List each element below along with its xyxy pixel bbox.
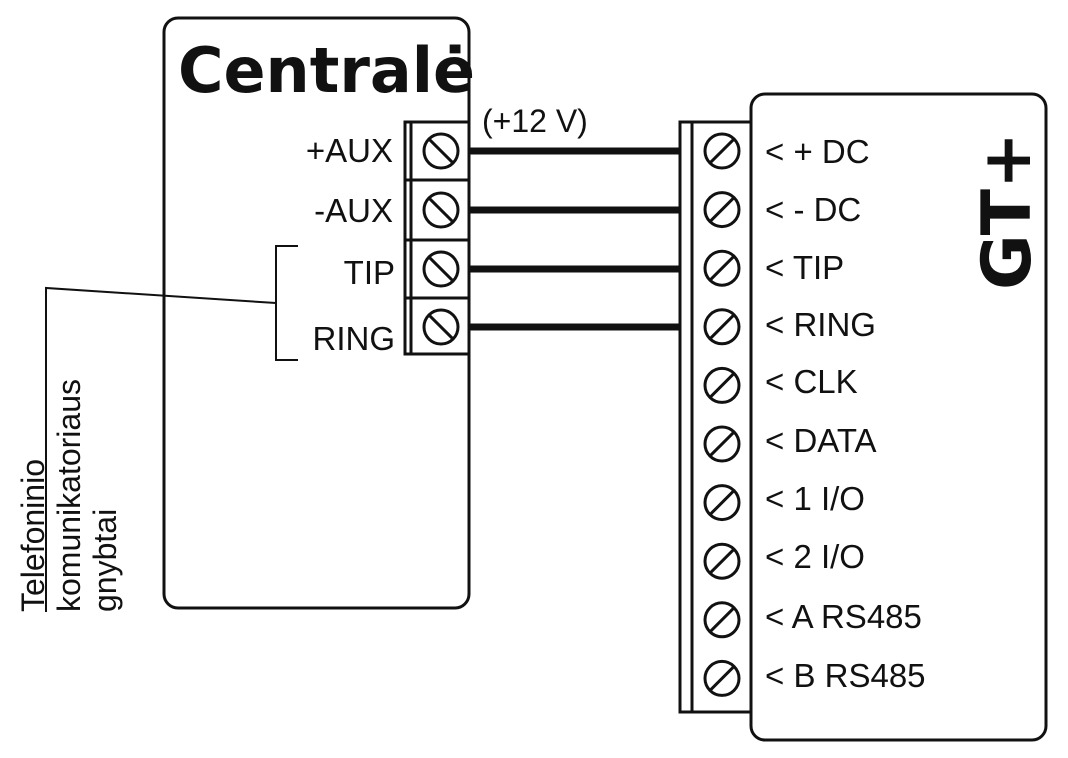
central-terminal-label-ring: RING bbox=[313, 320, 396, 357]
screw-terminal-icon bbox=[703, 249, 741, 287]
screw-terminal-icon bbox=[703, 659, 741, 697]
module-terminal-label-rs485-b: < B RS485 bbox=[765, 657, 926, 694]
module-terminal-label-ring: < RING bbox=[765, 306, 876, 343]
central-unit-title: Centralė bbox=[178, 34, 475, 107]
screw-terminal-icon bbox=[703, 542, 741, 580]
screw-terminal-icon bbox=[703, 191, 741, 229]
module-terminal-label-dc-minus: < - DC bbox=[765, 191, 861, 228]
module-title: GT+ bbox=[968, 132, 1047, 290]
screw-terminal-icon bbox=[422, 250, 460, 288]
screw-terminal-icon bbox=[703, 484, 741, 522]
screw-terminal-icon bbox=[703, 308, 741, 346]
module-terminal-label-io2: < 2 I/O bbox=[765, 538, 865, 575]
annotation-leader-line bbox=[45, 286, 277, 612]
wires bbox=[469, 147, 680, 331]
screw-terminal-icon bbox=[703, 132, 741, 170]
module-terminal-label-io1: < 1 I/O bbox=[765, 480, 865, 517]
module-terminal-label-tip: < TIP bbox=[765, 249, 844, 286]
central-terminal-label-aux-minus: -AUX bbox=[314, 192, 393, 229]
screw-terminal-icon bbox=[703, 601, 741, 639]
screw-terminal-icon bbox=[703, 425, 741, 463]
tip-ring-bracket bbox=[275, 245, 298, 361]
annotation-line-3: gnybtai bbox=[87, 509, 123, 612]
module-terminal-label-data: < DATA bbox=[765, 422, 877, 459]
screw-terminal-icon bbox=[422, 132, 460, 170]
central-terminal-label-tip: TIP bbox=[344, 254, 395, 291]
annotation-line-1: Telefoninio bbox=[15, 459, 51, 612]
screw-terminal-icon bbox=[422, 191, 460, 229]
screw-terminal-icon bbox=[703, 366, 741, 404]
module-terminal-label-rs485-a: < A RS485 bbox=[765, 598, 922, 635]
screw-terminal-icon bbox=[422, 308, 460, 346]
central-terminal-label-aux-plus: +AUX bbox=[306, 132, 393, 169]
central-terminal-block bbox=[403, 120, 471, 356]
module-terminal-label-clk: < CLK bbox=[765, 363, 858, 400]
module-terminal-label-dc-plus: < + DC bbox=[765, 133, 870, 170]
annotation-line-2: komunikatoriaus bbox=[51, 379, 87, 612]
voltage-note: (+12 V) bbox=[482, 103, 588, 139]
